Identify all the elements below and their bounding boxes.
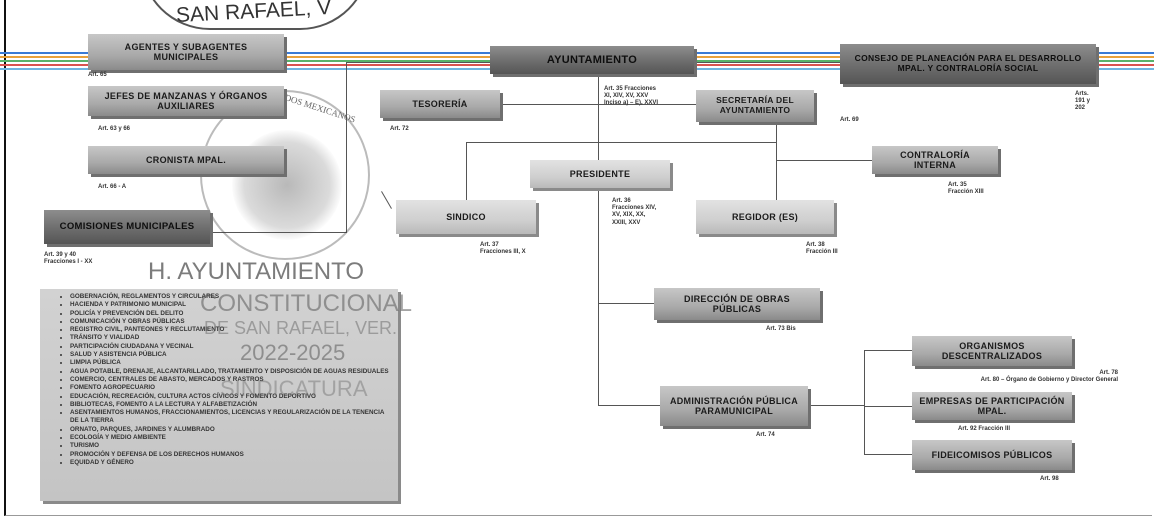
node-tesoreria: TESORERÍA <box>380 90 500 118</box>
node-ref: Art. 98 <box>1040 476 1059 482</box>
node-label: CONSEJO DE PLANEACIÓN PARA EL DESARROLLO… <box>854 53 1082 73</box>
node-label: ADMINISTRACIÓN PÚBLICA PARAMUNICIPAL <box>669 395 799 416</box>
commission-item: LIMPIA PÚBLICA <box>70 359 390 367</box>
node-cronista: CRONISTA MPAL. <box>88 146 284 174</box>
node-label: CONTRALORÍA INTERNA <box>900 149 970 170</box>
commission-item: REGISTRO CIVIL, PANTEONES Y RECLUTAMIENT… <box>70 326 390 334</box>
stamp-line-4: 2022-2025 <box>240 340 346 365</box>
commission-item: ASENTAMIENTOS HUMANOS, FRACCIONAMIENTOS,… <box>70 409 390 426</box>
commission-item: COMUNICACIÓN Y OBRAS PÚBLICAS <box>70 318 390 326</box>
connector <box>694 62 840 63</box>
node-ref: Art. 74 <box>756 432 775 438</box>
node-secretaria: SECRETARÍA DEL AYUNTAMIENTO <box>696 90 814 122</box>
connector <box>776 120 777 160</box>
node-label: FIDEICOMISOS PÚBLICOS <box>931 449 1053 460</box>
node-ref: Art. 63 y 66 <box>98 126 131 132</box>
node-label: SECRETARÍA DEL AYUNTAMIENTO <box>716 95 794 115</box>
official-seal <box>200 90 370 260</box>
connector <box>466 142 467 202</box>
connector <box>864 350 865 454</box>
node-label: SINDICO <box>446 211 486 222</box>
commission-item: AGUA POTABLE, DRENAJE, ALCANTARILLADO, T… <box>70 368 390 376</box>
commission-item: GOBERNACIÓN, REGLAMENTOS Y CIRCULARES <box>70 293 390 301</box>
node-label: PRESIDENTE <box>569 168 631 179</box>
node-contraloria: CONTRALORÍA INTERNA <box>872 146 998 174</box>
node-ref: Arts. 191 y 202 <box>1075 91 1091 112</box>
connector <box>864 406 912 407</box>
connector <box>346 62 490 63</box>
commission-item: EDUCACIÓN, RECREACIÓN, CULTURA ACTOS CÍV… <box>70 393 390 401</box>
node-ref: Art. 92 Fracción III <box>958 426 1011 432</box>
node-label: DIRECCIÓN DE OBRAS PÚBLICAS <box>684 293 790 314</box>
commission-item: COMERCIO, CENTRALES DE ABASTO, MERCADOS … <box>70 376 390 384</box>
node-label: CRONISTA MPAL. <box>145 154 227 165</box>
node-ref: Art. 69 <box>840 117 859 123</box>
node-label: JEFES DE MANZANAS Y ÓRGANOS AUXILIARES <box>104 90 268 111</box>
node-label: TESORERÍA <box>412 98 468 109</box>
node-empresas: EMPRESAS DE PARTICIPACIÓN MPAL. <box>912 392 1072 420</box>
node-sindico: SINDICO <box>396 200 536 234</box>
stamp-line-3: DE SAN RAFAEL, VER. <box>204 318 398 338</box>
node-ref: Art. 38 Fracción III <box>806 242 838 256</box>
node-label: ORGANISMOS DESCENTRALIZADOS <box>941 340 1043 361</box>
node-ref: Art. 73 Bis <box>766 326 796 332</box>
connector <box>776 142 777 202</box>
node-consejo: CONSEJO DE PLANEACIÓN PARA EL DESARROLLO… <box>840 44 1096 84</box>
node-ref: Art. 72 <box>390 126 409 132</box>
connector <box>500 104 598 105</box>
connector <box>598 76 599 406</box>
connector <box>864 454 912 455</box>
commission-item: TURISMO <box>70 442 390 450</box>
stamp-line-2: CONSTITUCIONAL <box>200 290 413 317</box>
node-regidor: REGIDOR (ES) <box>696 200 834 234</box>
commission-item: ECOLOGÍA Y MEDIO AMBIENTE <box>70 434 390 442</box>
node-ref: Art. 78 Art. 80 – Órgano de Gobierno y D… <box>980 370 1118 384</box>
node-label: AGENTES Y SUBAGENTES MUNICIPALES <box>124 41 248 62</box>
commission-item: HACIENDA Y PATRIMONIO MUNICIPAL <box>70 301 390 309</box>
commission-item: ORNATO, PARQUES, JARDINES Y ALUMBRADO <box>70 426 390 434</box>
node-ref: Art. 39 y 40 Fracciones I - XX <box>44 252 93 266</box>
node-ref: Art. 66 - A <box>98 184 127 190</box>
node-ayuntamiento: AYUNTAMIENTO <box>490 46 694 74</box>
commission-list-panel: GOBERNACIÓN, REGLAMENTOS Y CIRCULARESHAC… <box>40 289 398 501</box>
commission-item: TRÁNSITO Y VIALIDAD <box>70 334 390 342</box>
connector <box>808 405 864 406</box>
page-frame <box>4 0 1152 516</box>
commission-item: BIBLIOTECAS, FOMENTO A LA LECTURA Y ALFA… <box>70 401 390 409</box>
commission-item: POLICÍA Y PREVENCIÓN DEL DELITO <box>70 310 390 318</box>
connector <box>598 303 654 304</box>
connector <box>598 104 696 105</box>
connector <box>466 142 776 143</box>
commission-item: PARTICIPACIÓN CIUDADANA Y VECINAL <box>70 343 390 351</box>
connector <box>598 405 660 406</box>
node-ref: Art. 35 Fracción XIII <box>948 182 984 196</box>
node-ref: Art. 35 Fracciones XI, XIV, XV, XXV Inci… <box>604 86 659 107</box>
commission-item: FOMENTO AGROPECUARIO <box>70 384 390 392</box>
node-label: EMPRESAS DE PARTICIPACIÓN MPAL. <box>919 395 1065 416</box>
node-agentes: AGENTES Y SUBAGENTES MUNICIPALES <box>88 34 284 70</box>
node-label: REGIDOR (ES) <box>731 211 799 222</box>
stamp-line-5: SINDICATURA <box>220 376 368 401</box>
node-paramunicipal: ADMINISTRACIÓN PÚBLICA PARAMUNICIPAL <box>660 386 808 426</box>
node-presidente: PRESIDENTE <box>530 160 670 188</box>
connector <box>776 160 872 161</box>
node-fideicomisos: FIDEICOMISOS PÚBLICOS <box>912 440 1072 470</box>
node-label: COMISIONES MUNICIPALES <box>59 220 195 232</box>
node-obras: DIRECCIÓN DE OBRAS PÚBLICAS <box>654 288 820 320</box>
stamp-line-1: H. AYUNTAMIENTO <box>148 258 365 285</box>
node-ref: Art. 65 <box>88 72 107 78</box>
node-ref: Art. 37 Fracciones III, X <box>480 242 526 256</box>
node-jefes: JEFES DE MANZANAS Y ÓRGANOS AUXILIARES <box>88 86 284 116</box>
connector <box>864 350 912 351</box>
commission-list: GOBERNACIÓN, REGLAMENTOS Y CIRCULARESHAC… <box>48 293 390 467</box>
node-label: AYUNTAMIENTO <box>546 53 638 66</box>
commission-item: EQUIDAD Y GÉNERO <box>70 459 390 467</box>
node-ref: Art. 36 Fracciones XIV, XV, XIX, XX, XXI… <box>612 198 657 226</box>
node-comisiones: COMISIONES MUNICIPALES <box>44 210 210 244</box>
commission-item: PROMOCIÓN Y DEFENSA DE LOS DERECHOS HUMA… <box>70 451 390 459</box>
node-organismos: ORGANISMOS DESCENTRALIZADOS <box>912 336 1072 366</box>
commission-item: SALUD Y ASISTENCIA PÚBLICA <box>70 351 390 359</box>
